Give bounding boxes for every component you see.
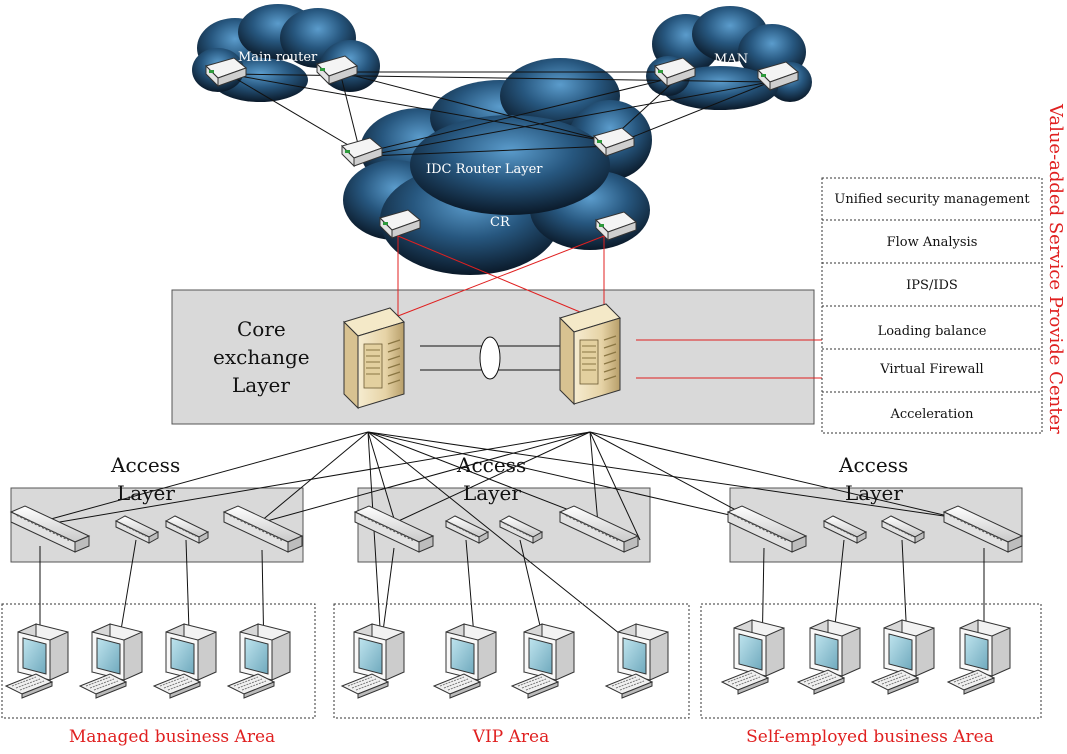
core-label-line3: Layer <box>232 373 290 397</box>
core-label-line2: exchange <box>213 345 310 369</box>
link-aggregation-icon <box>479 336 501 380</box>
computer-icon <box>511 623 575 699</box>
service-item: IPS/IDS <box>906 278 958 293</box>
core-server-icon <box>343 307 405 409</box>
vip-area-label: VIP Area <box>472 727 549 747</box>
man-cloud <box>646 6 812 110</box>
service-item: Virtual Firewall <box>879 362 983 377</box>
idc-router-layer-label: IDC Router Layer <box>426 162 543 177</box>
access-label-1-line2: Layer <box>117 481 175 505</box>
man-label: MAN <box>714 52 748 67</box>
core-server-icon <box>559 303 621 405</box>
cr-core-links <box>397 235 822 379</box>
service-item: Acceleration <box>889 407 974 422</box>
computer-icon <box>153 623 217 699</box>
cr-label: CR <box>490 215 511 230</box>
computer-icon <box>227 623 291 699</box>
service-item: Loading balance <box>878 324 987 339</box>
vip-area-box <box>333 603 690 719</box>
computer-icon <box>947 619 1011 695</box>
core-label-line1: Core <box>237 317 286 341</box>
computer-icon <box>871 619 935 695</box>
computer-icon <box>5 623 69 699</box>
computer-icon <box>341 623 405 699</box>
computer-icon <box>79 623 143 699</box>
access-label-2-line2: Layer <box>463 481 521 505</box>
computer-icon <box>605 623 669 699</box>
access-label-2-line1: Access <box>456 453 526 477</box>
computer-icon <box>721 619 785 695</box>
value-added-center-label: Value-added Service Provide Center <box>1045 103 1066 434</box>
self-employed-area-label: Self-employed business Area <box>746 727 994 747</box>
access-label-3-line2: Layer <box>845 481 903 505</box>
self-employed-area-box <box>700 603 1042 719</box>
managed-area-box <box>1 603 316 719</box>
service-item: Unified security management <box>834 192 1030 207</box>
computer-icon <box>433 623 497 699</box>
service-list: Unified security management Flow Analysi… <box>821 177 1043 434</box>
core-access-links <box>39 431 986 661</box>
main-router-label: Main router <box>238 50 318 65</box>
managed-area-label: Managed business Area <box>69 727 275 747</box>
access-label-1-line1: Access <box>110 453 180 477</box>
computer-icon <box>797 619 861 695</box>
access-label-3-line1: Access <box>838 453 908 477</box>
service-item: Flow Analysis <box>887 235 978 250</box>
